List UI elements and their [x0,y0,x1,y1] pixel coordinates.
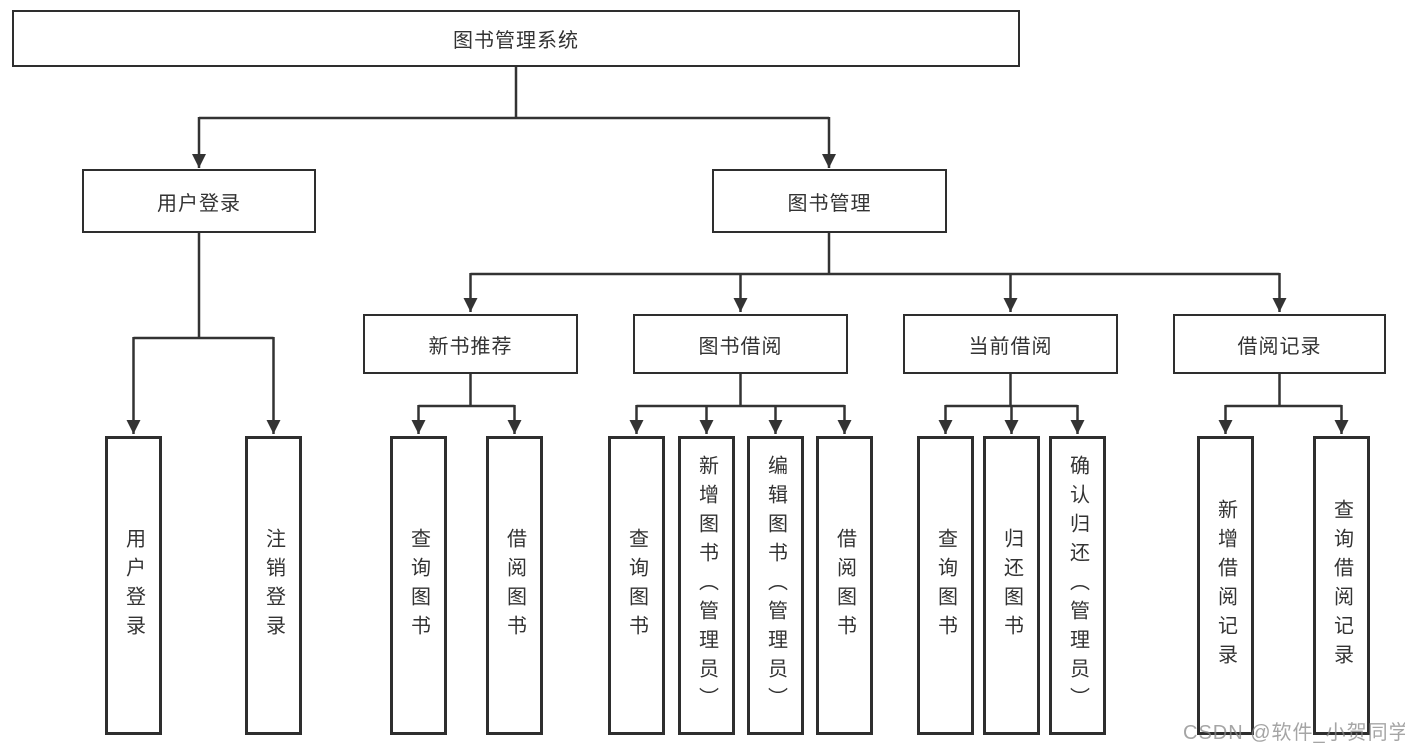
leaf-label: 注销登录 [262,527,285,644]
node-label: 图书借阅 [698,335,783,358]
leaf-logout: 注销登录 [245,436,302,735]
branch-root [199,67,829,120]
node-new-book-recommendation: 新书推荐 [363,314,578,374]
leaf-return-books: 归还图书 [983,436,1040,735]
node-label: 借阅记录 [1237,335,1322,358]
branch-book-borrowing [636,374,845,408]
node-label: 图书管理 [787,192,872,215]
leaf-add-borrowing-record: 新增借阅记录 [1197,436,1254,735]
leaf-label: 查询图书 [407,527,430,644]
leaf-query-books-recommendation: 查询图书 [390,436,447,735]
node-label: 用户登录 [157,192,241,215]
node-book-management-system: 图书管理系统 [12,10,1020,67]
leaf-user-login: 用户登录 [105,436,162,735]
branch-current-borrowing [945,374,1078,408]
leaf-add-books-admin: 新增图书（管理员） [678,436,735,735]
leaf-label: 归还图书 [1000,527,1023,644]
leaf-label: 确认归还（管理员） [1066,455,1089,716]
leaf-label: 查询借阅记录 [1330,498,1353,673]
branch-new-book-recommendation [418,374,515,408]
leaf-label: 用户登录 [122,527,145,644]
leaf-borrow-books-recommendation: 借阅图书 [486,436,543,735]
node-label: 图书管理系统 [453,30,579,52]
leaf-label: 查询图书 [934,527,957,644]
node-user-login: 用户登录 [82,169,316,233]
node-book-borrowing: 图书借阅 [633,314,848,374]
leaf-label: 新增图书（管理员） [695,455,718,716]
leaf-label: 查询图书 [625,527,648,644]
branch-book-management [470,233,1280,276]
leaf-edit-books-admin: 编辑图书（管理员） [747,436,804,735]
leaf-label: 借阅图书 [833,527,856,644]
node-label: 新书推荐 [428,335,513,358]
node-borrowing-records: 借阅记录 [1173,314,1386,374]
node-book-management: 图书管理 [712,169,947,233]
branch-user-login [133,233,274,340]
node-label: 当前借阅 [968,335,1053,358]
leaf-label: 借阅图书 [503,527,526,644]
leaf-label: 新增借阅记录 [1214,498,1237,673]
node-current-borrowing: 当前借阅 [903,314,1118,374]
leaf-label: 编辑图书（管理员） [764,455,787,716]
leaf-query-borrowing-record: 查询借阅记录 [1313,436,1370,735]
leaf-query-books-current: 查询图书 [917,436,974,735]
leaf-confirm-return-admin: 确认归还（管理员） [1049,436,1106,735]
branch-borrowing-records [1225,374,1342,408]
csdn-watermark: CSDN @软件_小贺同学 [1183,722,1405,744]
leaf-query-books-borrowing: 查询图书 [608,436,665,735]
leaf-borrow-books-borrowing: 借阅图书 [816,436,873,735]
